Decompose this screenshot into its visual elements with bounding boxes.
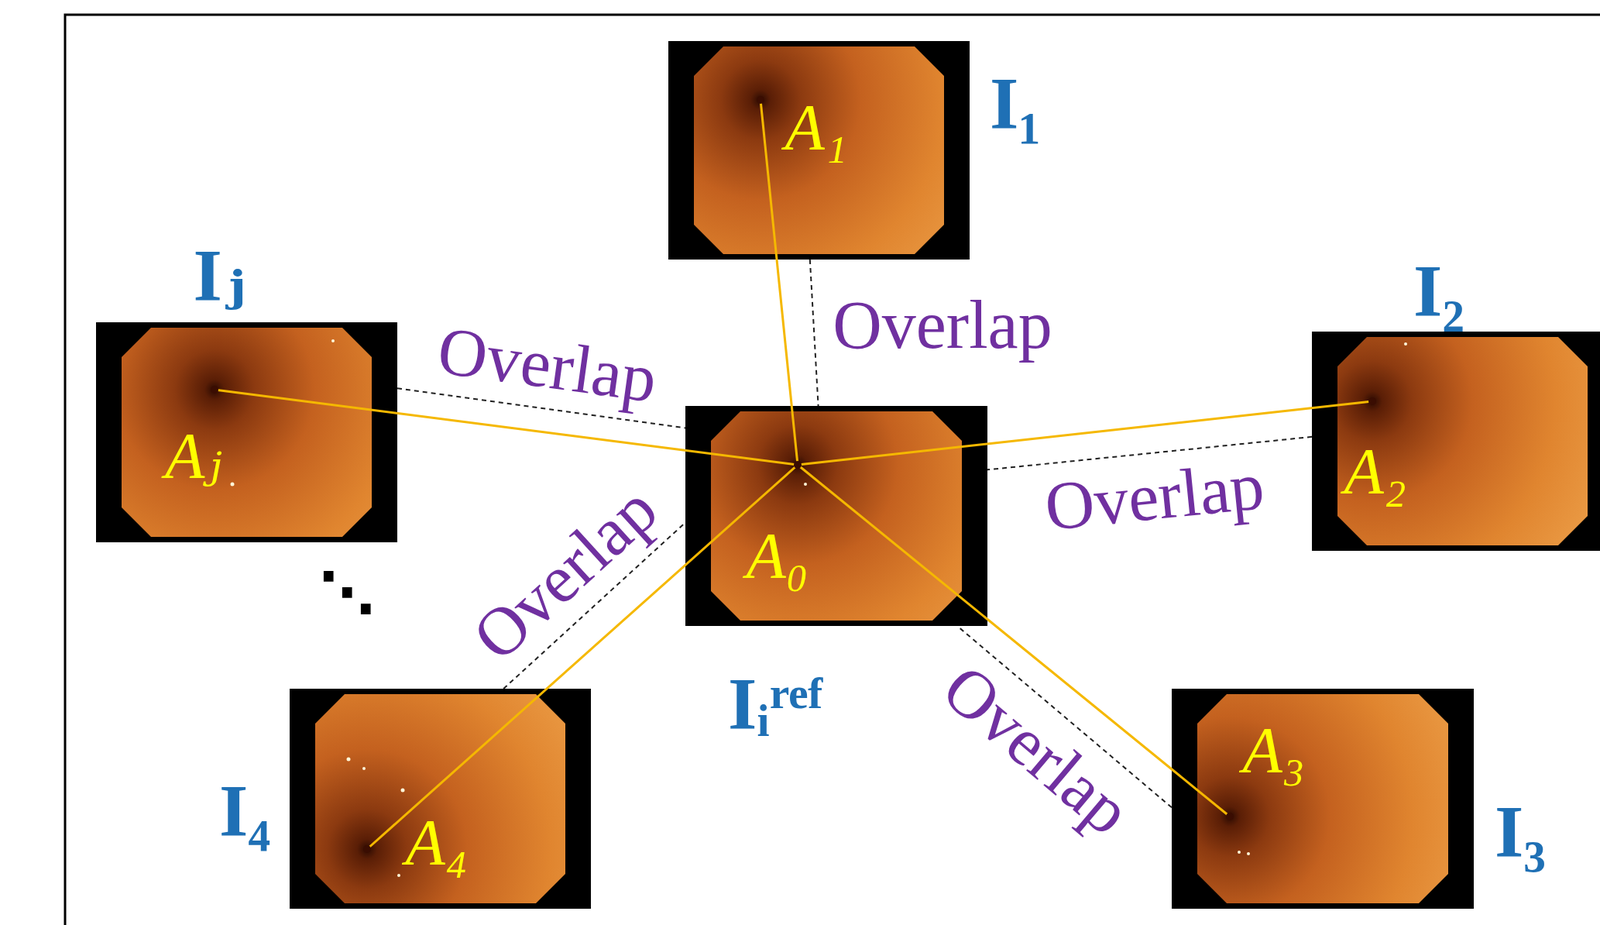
point-label: A₂ [1344, 439, 1408, 505]
image-node: A₂I₂ [1311, 331, 1600, 551]
image-node: A₃I₃ [1171, 688, 1474, 909]
edge-label: Overlap [930, 652, 1143, 847]
image-label: Iⱼ [193, 238, 246, 313]
image-node: A₀Iᵢʳᵉᶠ [685, 405, 988, 626]
frame [65, 14, 1600, 925]
endoscopy-image [96, 322, 398, 543]
point-label: A₁ [785, 95, 849, 161]
endoscopy-image [289, 688, 591, 909]
edge-label: Overlap [832, 291, 1052, 360]
point-label: Aⱼ [164, 423, 223, 489]
point-label: A₃ [1242, 717, 1306, 783]
edge-label: Overlap [1041, 451, 1267, 542]
endoscopy-image [1311, 331, 1600, 551]
endoscopy-image [1171, 688, 1474, 909]
point-label: A₄ [405, 810, 469, 876]
point-label: A₀ [746, 523, 810, 589]
image-node: A₄I₄ [289, 688, 591, 909]
image-label: Iᵢʳᵉᶠ [727, 666, 823, 742]
ellipsis-mark: ⋱ [319, 564, 375, 621]
endoscopy-image [685, 405, 988, 626]
overlap-connector [810, 259, 819, 406]
image-label: I₄ [219, 773, 271, 849]
image-label: I₂ [1413, 254, 1465, 329]
image-label: I₁ [989, 66, 1041, 141]
image-node: AⱼIⱼ [96, 322, 398, 543]
correspondence-lines [214, 99, 1373, 849]
image-node: A₁I₁ [668, 41, 970, 260]
image-label: I₃ [1494, 794, 1546, 869]
endoscopy-image [668, 41, 970, 260]
edge-label: Overlap [461, 473, 670, 673]
lumen-point [210, 96, 1377, 853]
edge-label: Overlap [433, 315, 661, 414]
